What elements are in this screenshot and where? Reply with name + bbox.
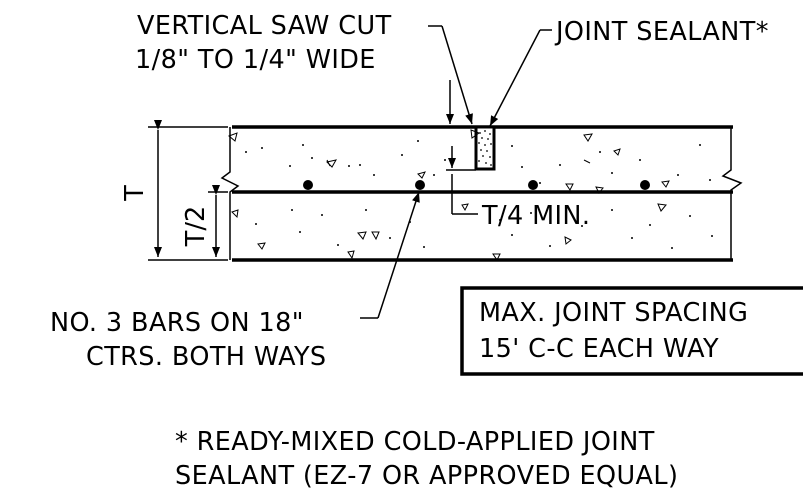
sealant-stipple bbox=[478, 130, 492, 166]
joint-spacing-line1: MAX. JOINT SPACING bbox=[479, 298, 748, 328]
bars-label-line2: CTRS. BOTH WAYS bbox=[86, 342, 327, 372]
reinforcing-bars bbox=[303, 180, 650, 190]
saw-cut bbox=[474, 125, 496, 171]
joint-spacing-line2: 15' C-C EACH WAY bbox=[479, 334, 719, 364]
joint-sealant-fill bbox=[474, 125, 496, 171]
footnote-line2: SEALANT (EZ-7 OR APPROVED EQUAL) bbox=[175, 461, 678, 491]
saw-cut-label-line1: VERTICAL SAW CUT bbox=[137, 11, 392, 41]
dimension-t-label: T bbox=[120, 185, 150, 202]
right-break-line bbox=[721, 127, 743, 260]
aggregate-pattern bbox=[228, 129, 670, 261]
saw-cut-leader bbox=[428, 25, 473, 125]
saw-cut-label-line2: 1/8" TO 1/4" WIDE bbox=[135, 45, 376, 75]
joint-spacing-box bbox=[460, 286, 803, 376]
rebar-1 bbox=[303, 180, 313, 190]
dimension-t-half bbox=[208, 185, 228, 257]
dimension-t-half-label: T/2 bbox=[181, 206, 211, 247]
joint-sealant-leader bbox=[489, 29, 552, 127]
bars-label-line1: NO. 3 BARS ON 18" bbox=[50, 308, 304, 338]
left-break-line bbox=[220, 127, 240, 260]
bars-leader bbox=[360, 191, 420, 319]
aggregate-dots bbox=[245, 140, 713, 249]
rebar-2 bbox=[415, 180, 425, 190]
joint-sealant-label: JOINT SEALANT* bbox=[554, 17, 769, 47]
dimension-t-quarter-label: T/4 MIN. bbox=[481, 201, 590, 231]
dimension-t bbox=[148, 120, 228, 261]
dimension-t-quarter bbox=[446, 146, 478, 215]
rebar-4 bbox=[640, 180, 650, 190]
rebar-3 bbox=[528, 180, 538, 190]
footnote-line1: * READY-MIXED COLD-APPLIED JOINT bbox=[175, 427, 655, 457]
